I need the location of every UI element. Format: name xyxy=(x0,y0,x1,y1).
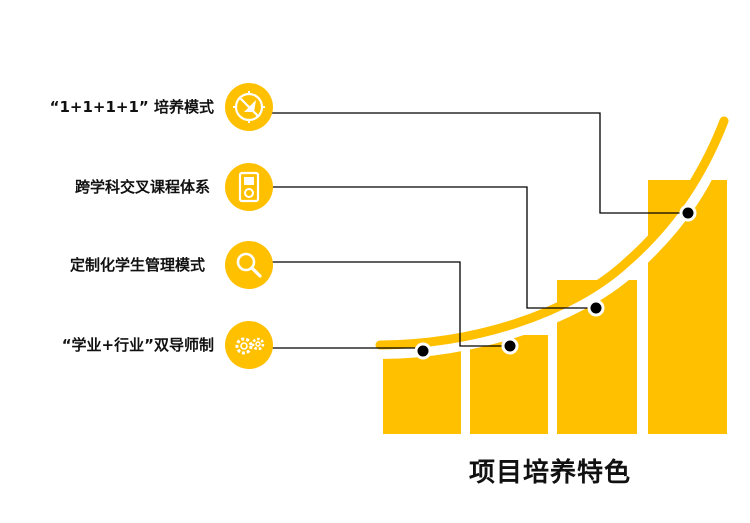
feature-label-2: 跨学科交叉课程体系 xyxy=(74,178,210,196)
connector-2 xyxy=(270,186,596,309)
feature-label-1: “1+1+1+1” 培养模式 xyxy=(49,98,214,116)
growth-curve-gap xyxy=(373,118,734,359)
point-4 xyxy=(414,342,432,360)
search-icon xyxy=(225,241,273,289)
connector-1 xyxy=(270,112,688,214)
point-1 xyxy=(679,204,697,222)
point-2 xyxy=(587,299,605,317)
diagram-title: 项目培养特色 xyxy=(468,458,631,488)
connector-3 xyxy=(270,261,510,347)
curve-points xyxy=(414,204,697,360)
point-3 xyxy=(501,337,519,355)
feature-label-3: 定制化学生管理模式 xyxy=(69,256,205,274)
gears-icon xyxy=(225,321,273,369)
compass-icon xyxy=(225,83,273,131)
growth-curve xyxy=(375,116,729,350)
mp3-player-icon xyxy=(225,163,273,211)
feature-label-4: “学业+行业”双导师制 xyxy=(61,336,214,354)
bar-1 xyxy=(383,345,461,434)
